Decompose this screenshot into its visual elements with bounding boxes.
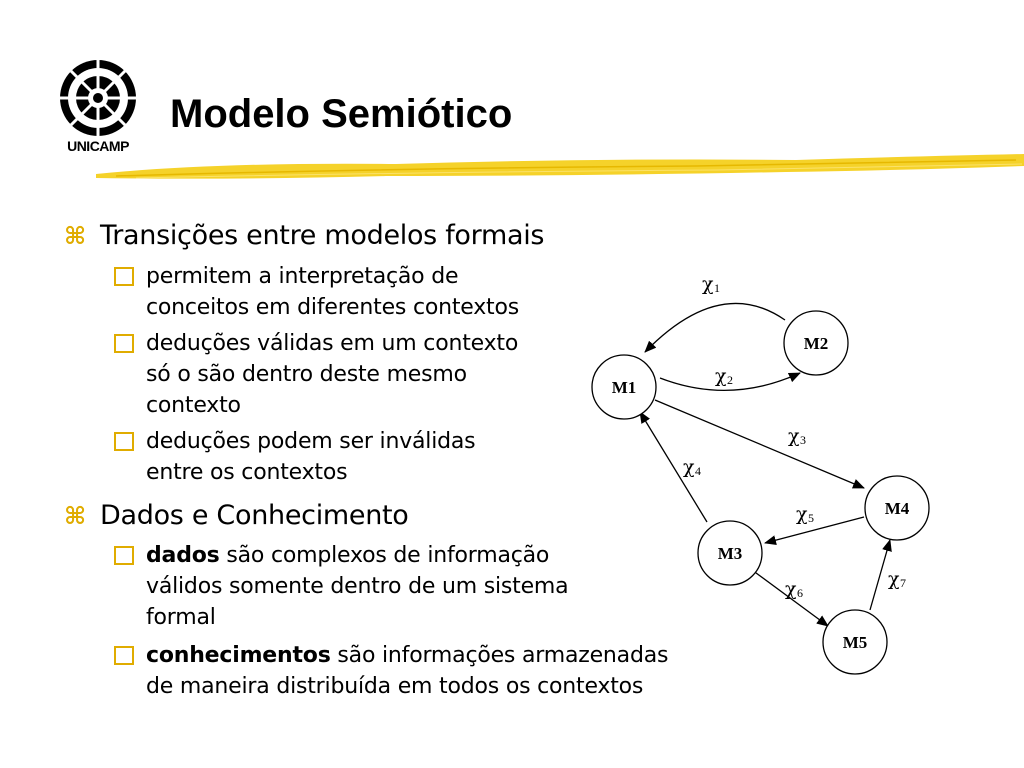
edge-subscript: 2	[727, 373, 733, 387]
edge-chi2	[659, 372, 801, 392]
checkbox-bullet-icon	[114, 267, 134, 286]
sub-bullet-line: deduções podem ser inválidas	[146, 429, 476, 454]
sub-bullet-line: formal	[146, 605, 216, 630]
label-chi6: χ 6	[785, 578, 803, 600]
bullet-transicoes: ⌘ Transições entre modelos formais	[64, 220, 545, 252]
label-chi3: χ 3	[788, 425, 806, 447]
sub-bullet-line: entre os contextos	[146, 460, 348, 485]
bullet-dados-conhecimento: ⌘ Dados e Conhecimento	[64, 500, 409, 532]
bullet-command-icon: ⌘	[64, 502, 86, 530]
edge-subscript: 4	[695, 464, 701, 478]
unicamp-logo: UNICAMP	[48, 58, 148, 160]
sub-bullet-rest: são informações armazenadas	[330, 643, 669, 668]
checkbox-bullet-icon	[114, 432, 134, 451]
edge-symbol: χ	[785, 578, 797, 600]
edge-subscript: 3	[800, 433, 806, 447]
sub-bullet-line: dados são complexos de informação	[146, 540, 568, 571]
checkbox-bullet-icon	[114, 646, 134, 665]
edge-symbol: χ	[702, 273, 714, 295]
sub-bullet-line: deduções válidas em um contexto	[146, 331, 519, 356]
node-label: M4	[885, 499, 910, 518]
edge-symbol: χ	[683, 456, 695, 478]
label-chi5: χ 5	[796, 503, 814, 525]
edge-chi1	[644, 302, 786, 353]
node-m1: M1	[591, 354, 657, 420]
edge-chi7	[869, 539, 892, 611]
sub-bullet: permitem a interpretação de conceitos em…	[114, 261, 519, 323]
node-label: M2	[804, 334, 829, 353]
slide-title: Modelo Semiótico	[170, 92, 513, 136]
sub-bullet-line: só o são dentro deste mesmo	[146, 362, 467, 387]
label-chi4: χ 4	[683, 456, 701, 478]
label-chi2: χ 2	[715, 365, 733, 387]
node-label: M3	[718, 544, 743, 563]
sub-bullet: deduções válidas em um contexto só o são…	[114, 328, 518, 421]
node-m3: M3	[697, 520, 763, 586]
edge-subscript: 1	[714, 281, 720, 295]
logo-emblem-icon	[60, 60, 136, 136]
sub-bullet: conhecimentos são informações armazenada…	[114, 640, 668, 702]
sub-bullet-line: conhecimentos são informações armazenada…	[146, 640, 668, 671]
node-label: M5	[843, 633, 868, 652]
sub-bullet: dados são complexos de informação válido…	[114, 540, 569, 633]
node-m5: M5	[822, 609, 888, 675]
node-m4: M4	[864, 475, 930, 541]
logo-text: UNICAMP	[67, 138, 129, 154]
sub-bullet-line: válidos somente dentro de um sistema	[146, 574, 569, 599]
bold-term: dados	[146, 543, 220, 568]
sub-bullet-line: de maneira distribuída em todos os conte…	[146, 674, 644, 699]
sub-bullet: deduções podem ser inválidas entre os co…	[114, 426, 476, 488]
bullet-text: Dados e Conhecimento	[100, 500, 409, 531]
sub-bullet-line: contexto	[146, 393, 241, 418]
edge-subscript: 7	[900, 576, 906, 590]
sub-bullet-line: conceitos em diferentes contextos	[146, 295, 519, 320]
node-m2: M2	[783, 310, 849, 376]
label-chi7: χ 7	[888, 568, 906, 590]
checkbox-bullet-icon	[114, 546, 134, 565]
edge-symbol: χ	[796, 503, 808, 525]
edge-subscript: 5	[808, 511, 814, 525]
model-transition-diagram: M1 M2 M3 M4 M5 χ 1 χ 2 χ 3 χ 4 χ 5 χ 6 χ	[591, 273, 930, 675]
sub-bullet-rest: são complexos de informação	[219, 543, 550, 568]
edge-symbol: χ	[788, 425, 800, 447]
edge-symbol: χ	[888, 568, 900, 590]
title-underline-stroke	[96, 154, 1024, 179]
edge-chi6	[751, 569, 829, 627]
edge-subscript: 6	[797, 586, 803, 600]
bullet-text: Transições entre modelos formais	[100, 220, 545, 251]
bold-term: conhecimentos	[146, 643, 331, 668]
bullet-command-icon: ⌘	[64, 222, 86, 250]
node-label: M1	[612, 378, 637, 397]
edge-chi3	[654, 399, 865, 489]
sub-bullet-line: permitem a interpretação de	[146, 264, 459, 289]
edge-chi4	[639, 411, 708, 523]
edge-chi5	[764, 516, 865, 546]
checkbox-bullet-icon	[114, 334, 134, 353]
label-chi1: χ 1	[702, 273, 720, 295]
edge-symbol: χ	[715, 365, 727, 387]
